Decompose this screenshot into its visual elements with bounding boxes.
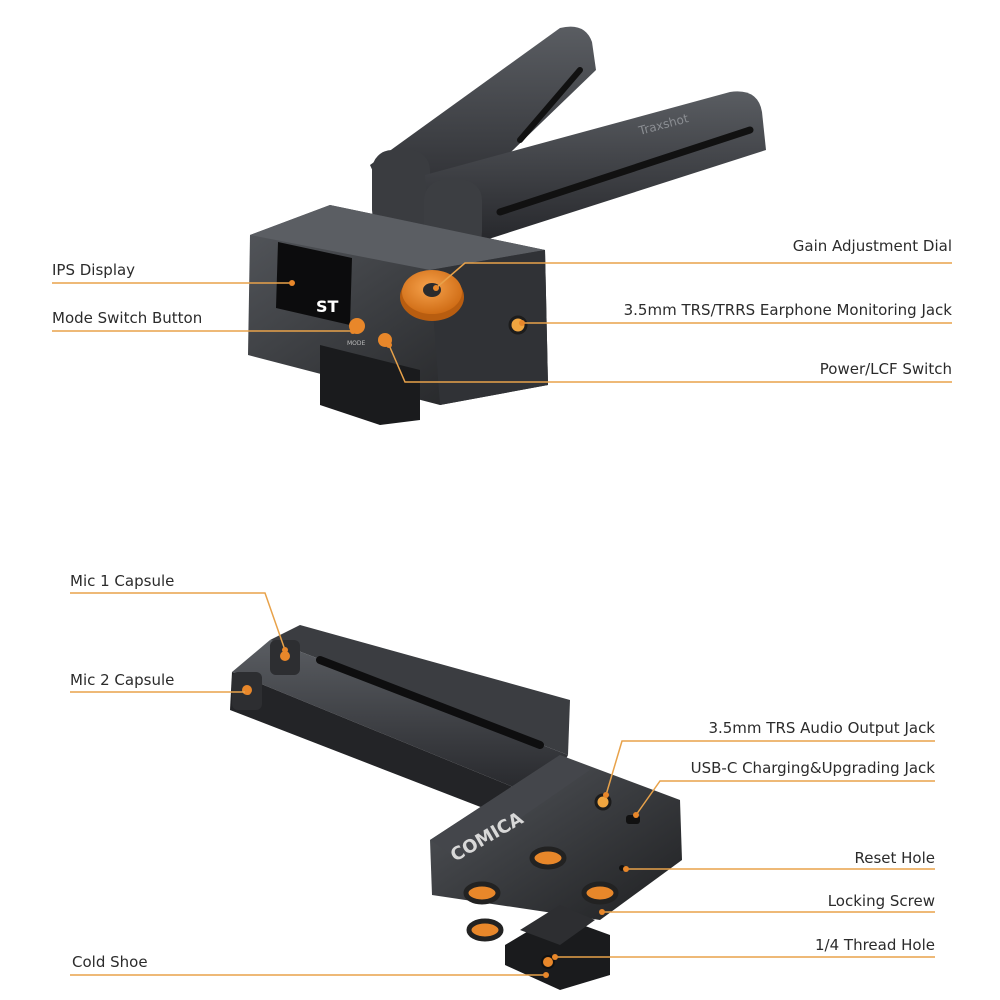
label-audio-output-jack: 3.5mm TRS Audio Output Jack [708, 719, 935, 737]
label-ips-display: IPS Display [52, 261, 136, 279]
label-mode-switch-button: Mode Switch Button [52, 309, 203, 327]
label-power-lcf-switch: Power/LCF Switch [819, 360, 952, 378]
label-cold-shoe: Cold Shoe [72, 953, 148, 971]
screen-mode-text: ST [316, 297, 339, 316]
ips-screen: ST [276, 242, 352, 325]
label-reset-hole: Reset Hole [854, 849, 935, 867]
label-locking-screw: Locking Screw [827, 892, 935, 910]
top-device: Traxshot ST MODE [248, 26, 766, 425]
label-mic2-capsule: Mic 2 Capsule [70, 671, 175, 689]
bottom-mic-arms [230, 625, 570, 830]
gain-dial[interactable] [400, 270, 464, 321]
locking-screws [463, 846, 619, 942]
label-earphone-jack: 3.5mm TRS/TRRS Earphone Monitoring Jack [623, 301, 952, 319]
label-usbc-jack: USB-C Charging&Upgrading Jack [690, 759, 935, 777]
bottom-device: COMICA [230, 625, 682, 990]
bottom-body: COMICA [430, 755, 682, 920]
label-mic1-capsule: Mic 1 Capsule [70, 572, 175, 590]
mode-button-text: MODE [347, 340, 366, 347]
cold-shoe-mount [505, 905, 610, 990]
label-thread-hole: 1/4 Thread Hole [815, 936, 935, 954]
top-body [248, 205, 548, 425]
label-gain-adjustment-dial: Gain Adjustment Dial [792, 237, 952, 255]
mic-arm-front: Traxshot [424, 91, 766, 252]
thread-hole [541, 955, 555, 969]
leader-dots [245, 280, 639, 978]
leader-lines [52, 262, 952, 976]
